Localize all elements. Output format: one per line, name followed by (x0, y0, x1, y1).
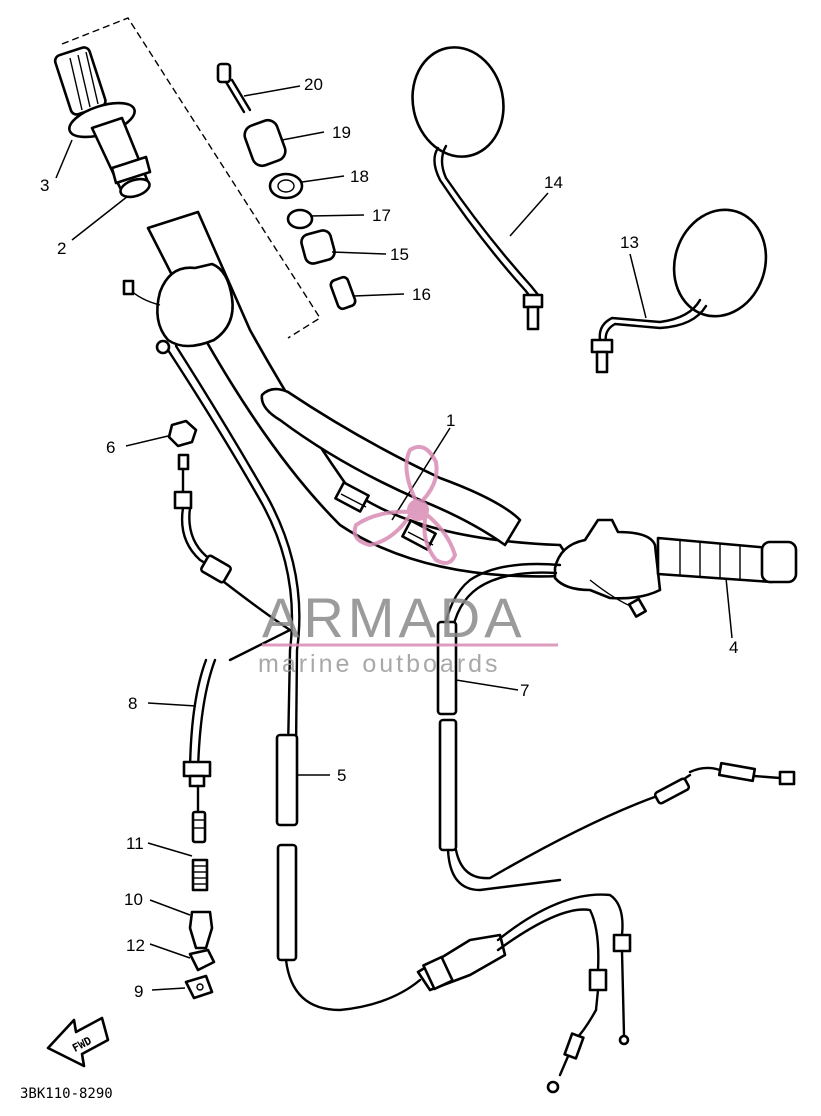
callout-7: 7 (520, 681, 529, 700)
callout-20: 20 (304, 75, 323, 94)
nut-6 (167, 419, 198, 448)
callout-9: 9 (134, 982, 143, 1001)
adjuster-10 (188, 910, 214, 950)
callout-4: 4 (729, 638, 738, 657)
callout-19: 19 (332, 123, 351, 142)
callout-8: 8 (128, 694, 137, 713)
cable-8 (213, 573, 292, 662)
callout-16: 16 (412, 285, 431, 304)
left-switch-screw (155, 339, 171, 355)
cable-5 (166, 348, 294, 752)
drawing-code: 3BK110-8290 (20, 1086, 113, 1102)
left-switch-housing (156, 262, 234, 348)
callout-3: 3 (40, 176, 49, 195)
spring-11 (191, 858, 209, 892)
watermark-tagline: marine outboards (258, 650, 501, 678)
callout-15: 15 (390, 245, 409, 264)
callout-6: 6 (106, 438, 115, 457)
callout-12: 12 (126, 936, 145, 955)
left-grip (53, 46, 152, 199)
callout-1: 1 (446, 411, 455, 430)
callout-11: 11 (126, 834, 144, 853)
exploded-view-outline (61, 17, 321, 339)
callout-14: 14 (544, 173, 563, 192)
callout-5: 5 (337, 766, 346, 785)
callout-13: 13 (620, 233, 639, 252)
fwd-arrow-icon: FWD (46, 1016, 110, 1068)
mirror-left (411, 46, 544, 331)
callout-10: 10 (124, 890, 143, 909)
bracket-9 (184, 974, 214, 1000)
watermark-brand: ARMADA (262, 586, 526, 649)
callout-17: 17 (372, 206, 391, 225)
armada-watermark: ARMADA marine outboards (258, 445, 558, 678)
bolt-stack (216, 62, 357, 311)
propeller-logo-icon (352, 445, 458, 566)
callout-2: 2 (57, 239, 66, 258)
callout-18: 18 (350, 167, 369, 186)
right-grip-assembly (553, 518, 798, 618)
bracket-12 (188, 948, 216, 972)
mirror-right (590, 208, 768, 374)
